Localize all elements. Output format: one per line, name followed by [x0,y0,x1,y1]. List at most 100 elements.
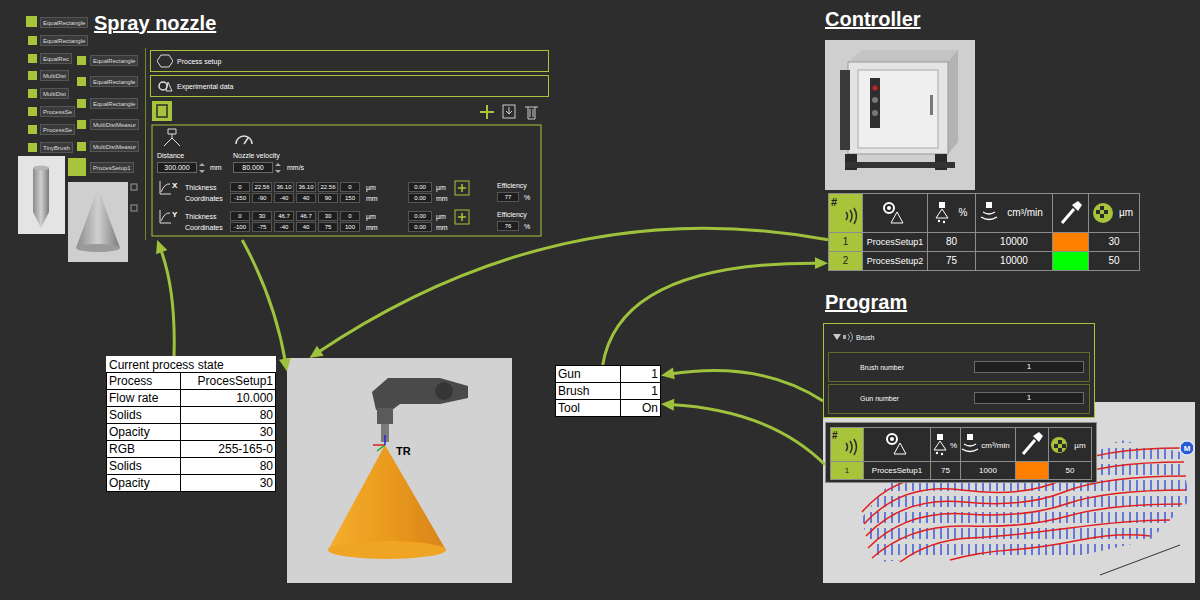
viewport-ground [287,358,512,583]
control-knob [872,97,878,103]
list-item: EqualRectangle [90,76,138,87]
spinner [199,163,205,173]
icon-holder [883,430,911,458]
list-icon [28,71,37,80]
icon [843,332,853,342]
node-text: % [954,206,972,220]
field-label: mm [366,194,378,203]
axis-name: Y [172,210,177,219]
spray-cone [328,445,446,550]
cell-value: 40 [296,222,316,232]
node-text: Brush [856,330,874,344]
cell-value: 40 [296,193,316,203]
list-icon [77,56,86,65]
list-item: MultiDist [40,88,69,99]
icon [833,334,841,340]
graph-icon [160,181,171,194]
icon [961,434,979,456]
node-text: 80 [927,232,976,252]
icon-part [1096,210,1100,214]
field-label: mm [436,223,448,232]
node-text: 30 [1088,232,1140,252]
cell-value: 90 [318,193,338,203]
node-text: Process setup [177,51,221,71]
icon-holder [843,332,853,342]
node-text: 1000 [960,461,1016,480]
list-icon [26,16,37,27]
icon-holder [880,199,908,227]
cell-value: 36.10 [296,182,316,192]
field-label: Efficiency [497,181,527,190]
checkbox [131,205,137,211]
panel-icon-glyph [157,105,167,117]
node-text: Solids [106,457,181,475]
cell-value: 76 [497,221,519,231]
list-item: TinyBrush [40,142,73,153]
field-label: mm [210,163,222,172]
icon-part [884,203,894,213]
node-text: 1 [974,361,1084,373]
arrow-head [310,346,324,358]
add-button [455,210,469,224]
node-text: 1 [830,461,864,480]
icon-part [833,334,841,340]
list-item: ProcessSe [40,124,75,135]
list-item: MultiDistMeasur [90,119,139,130]
node-text: 2 [828,251,863,271]
cell-value: 30 [252,211,272,221]
icon-part [936,452,938,454]
icon-part [941,453,943,455]
icon-holder [1058,199,1084,227]
cell-value: 0 [230,182,250,192]
field-label: mm [366,223,378,232]
photo-ground [825,40,975,190]
field-label: Coordinates [185,223,223,232]
field-label: Thickness [185,183,217,192]
icon-holder [980,202,998,224]
add-button-glyph [458,213,466,221]
node-text: 1 [974,392,1084,404]
list-icon [28,36,37,45]
list-item: EqualRectangle [40,35,88,46]
node-text: Flow rate [106,389,181,407]
node-text: Process [106,372,181,390]
icon [157,79,173,93]
list-item: EqualRec [40,53,72,64]
icon-part [1100,214,1104,218]
node-text: ProcesSetup1 [180,372,276,390]
control-knob [873,86,878,91]
node-text: # [832,429,844,441]
icon-holder [933,202,951,224]
node-text: µm [1069,440,1091,452]
save-icon [503,105,515,118]
list-icon-selected [68,158,86,176]
list-icon [77,77,86,86]
section-heading: Controller [825,6,921,32]
node-text: 1 [828,232,863,252]
icon [844,207,858,225]
robot-base-line [1100,545,1180,575]
cell-value: -100 [230,222,250,232]
cell-value: 0 [340,211,360,221]
node-text: 50 [1048,461,1092,480]
cell-value: 0 [230,211,250,221]
flow-arrow [242,240,291,372]
cabinet-base [845,162,955,168]
table-cell [863,427,931,462]
field-label: µm [436,212,446,221]
brush-table: #%cm³/minµm1ProcesSetup18010000302Proces… [828,193,1140,271]
viewport-ground [823,402,1195,583]
cell-value: -90 [252,193,272,203]
cell-value: 0 [340,182,360,192]
list-item: EqualRectangle [90,98,138,109]
icon-part [887,206,891,210]
icon-part [894,443,906,454]
list-item: EqualRectangle [90,55,138,66]
node-text: ProcesSetup1 [862,232,928,252]
icon-holder [844,438,858,456]
field-label: Coordinates [185,194,223,203]
icon [980,202,998,224]
cabinet-side [948,50,958,154]
icon [1019,430,1045,458]
cell-value: 22.56 [252,182,272,192]
